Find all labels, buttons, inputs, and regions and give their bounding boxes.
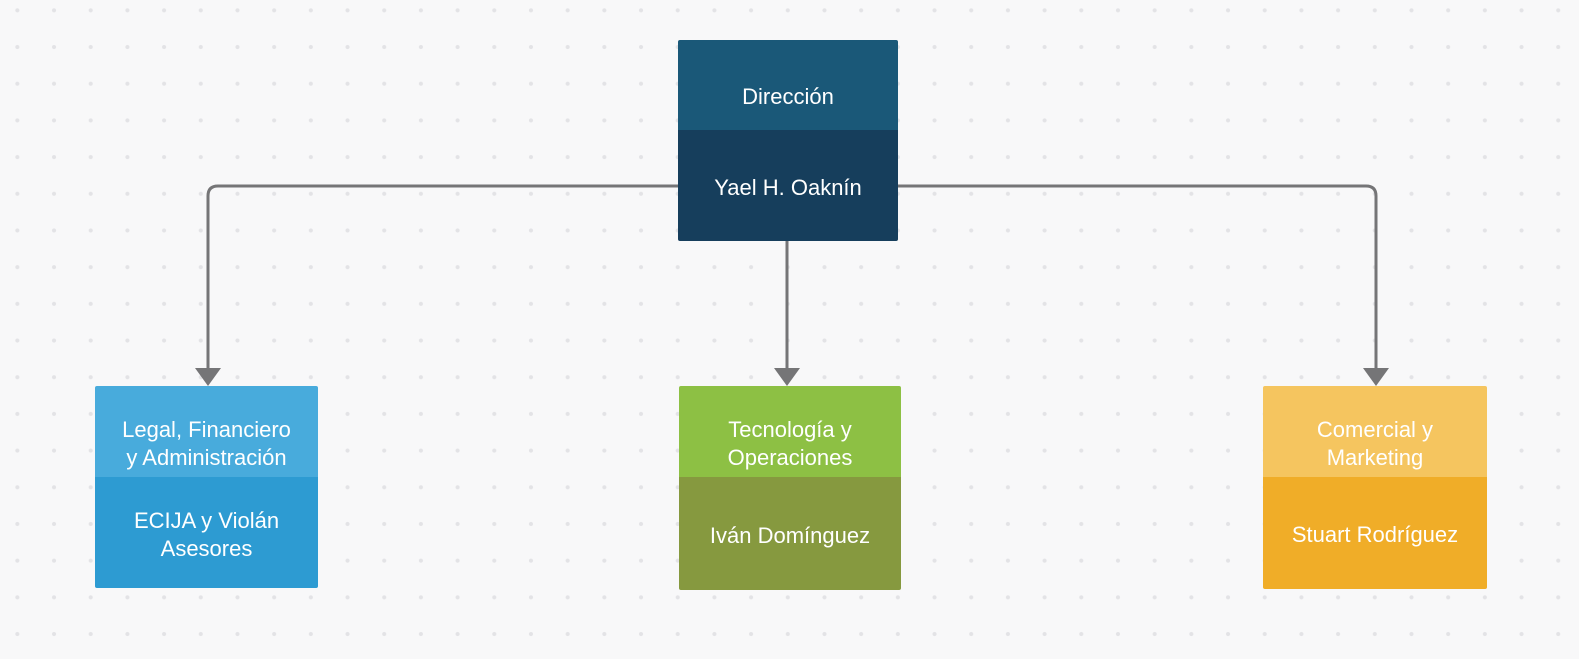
- node-person-tecnologia-operaciones: Iván Domínguez: [679, 477, 901, 590]
- node-title-comercial-marketing: Comercial y Marketing: [1263, 386, 1487, 477]
- org-node-legal-financiero-administracion[interactable]: Legal, Financiero y Administración ECIJA…: [95, 386, 318, 588]
- node-title-direccion: Dirección: [678, 40, 898, 130]
- node-person-comercial-marketing: Stuart Rodríguez: [1263, 477, 1487, 589]
- arrowhead-down-icon: [195, 368, 221, 386]
- org-node-tecnologia-operaciones[interactable]: Tecnología y Operaciones Iván Domínguez: [679, 386, 901, 590]
- arrowhead-down-icon: [774, 368, 800, 386]
- org-node-comercial-marketing[interactable]: Comercial y Marketing Stuart Rodríguez: [1263, 386, 1487, 589]
- arrowhead-down-icon: [1363, 368, 1389, 386]
- node-person-direccion: Yael H. Oaknín: [678, 130, 898, 241]
- connector-direccion-to-comercial: [895, 184, 1378, 371]
- connector-direccion-to-legal: [206, 184, 680, 371]
- node-title-tecnologia-operaciones: Tecnología y Operaciones: [679, 386, 901, 477]
- node-title-legal-financiero-administracion: Legal, Financiero y Administración: [95, 386, 318, 477]
- org-node-direccion[interactable]: Dirección Yael H. Oaknín: [678, 40, 898, 241]
- node-person-legal-financiero-administracion: ECIJA y Violán Asesores: [95, 477, 318, 588]
